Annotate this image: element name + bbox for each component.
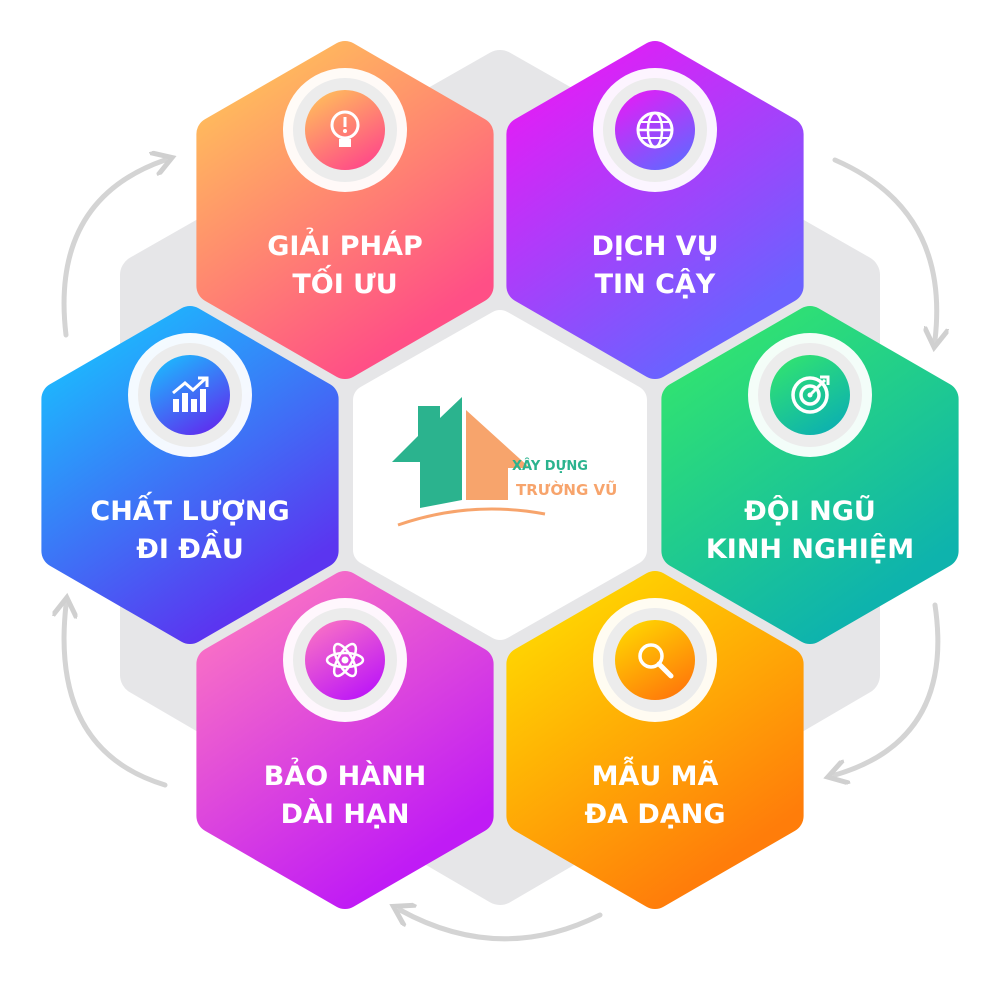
hexagon-bao-hanh: BẢO HÀNH DÀI HẠN xyxy=(196,571,494,909)
growth-chart-icon xyxy=(128,333,252,457)
item-title-line1: CHẤT LƯỢNG xyxy=(90,491,289,527)
item-title-line1: ĐỘI NGŨ xyxy=(744,495,876,527)
logo-line2: TRƯỜNG VŨ xyxy=(516,480,617,499)
search-icon xyxy=(593,598,717,722)
target-icon xyxy=(748,333,872,457)
item-title-line1: MẪU MÃ xyxy=(592,756,719,792)
item-title-line1: DỊCH VỤ xyxy=(591,231,718,262)
lightbulb-icon xyxy=(283,68,407,192)
globe-icon xyxy=(593,68,717,192)
atom-icon xyxy=(283,598,407,722)
cycle-arrow xyxy=(64,605,168,788)
item-title-line2: TỐI ƯU xyxy=(292,264,397,300)
cycle-arrow xyxy=(832,157,937,340)
logo-line1: XÂY DỰNG xyxy=(512,458,588,474)
item-title-line2: ĐI ĐẦU xyxy=(136,530,244,565)
item-title-line1: GIẢI PHÁP xyxy=(267,227,423,262)
center-hexagon: XÂY DỰNG TRƯỜNG VŨ xyxy=(353,310,647,640)
cycle-arrow xyxy=(400,910,603,942)
item-title-line2: DÀI HẠN xyxy=(281,798,410,830)
item-title-line2: ĐA DẠNG xyxy=(585,799,726,830)
item-title-line2: TIN CẬY xyxy=(595,268,716,300)
hexagon-doi-ngu: ĐỘI NGŨ KINH NGHIỆM xyxy=(661,306,959,644)
hexagon-dich-vu: DỊCH VỤ TIN CẬY xyxy=(506,41,804,379)
cycle-arrow xyxy=(61,160,165,338)
item-title-line2: KINH NGHIỆM xyxy=(706,533,914,565)
hexagon-mau-ma: MẪU MÃ ĐA DẠNG xyxy=(506,571,804,909)
cycle-arrow xyxy=(835,602,941,775)
company-logo: XÂY DỰNG TRƯỜNG VŨ xyxy=(392,397,617,527)
item-title-line1: BẢO HÀNH xyxy=(264,757,427,792)
